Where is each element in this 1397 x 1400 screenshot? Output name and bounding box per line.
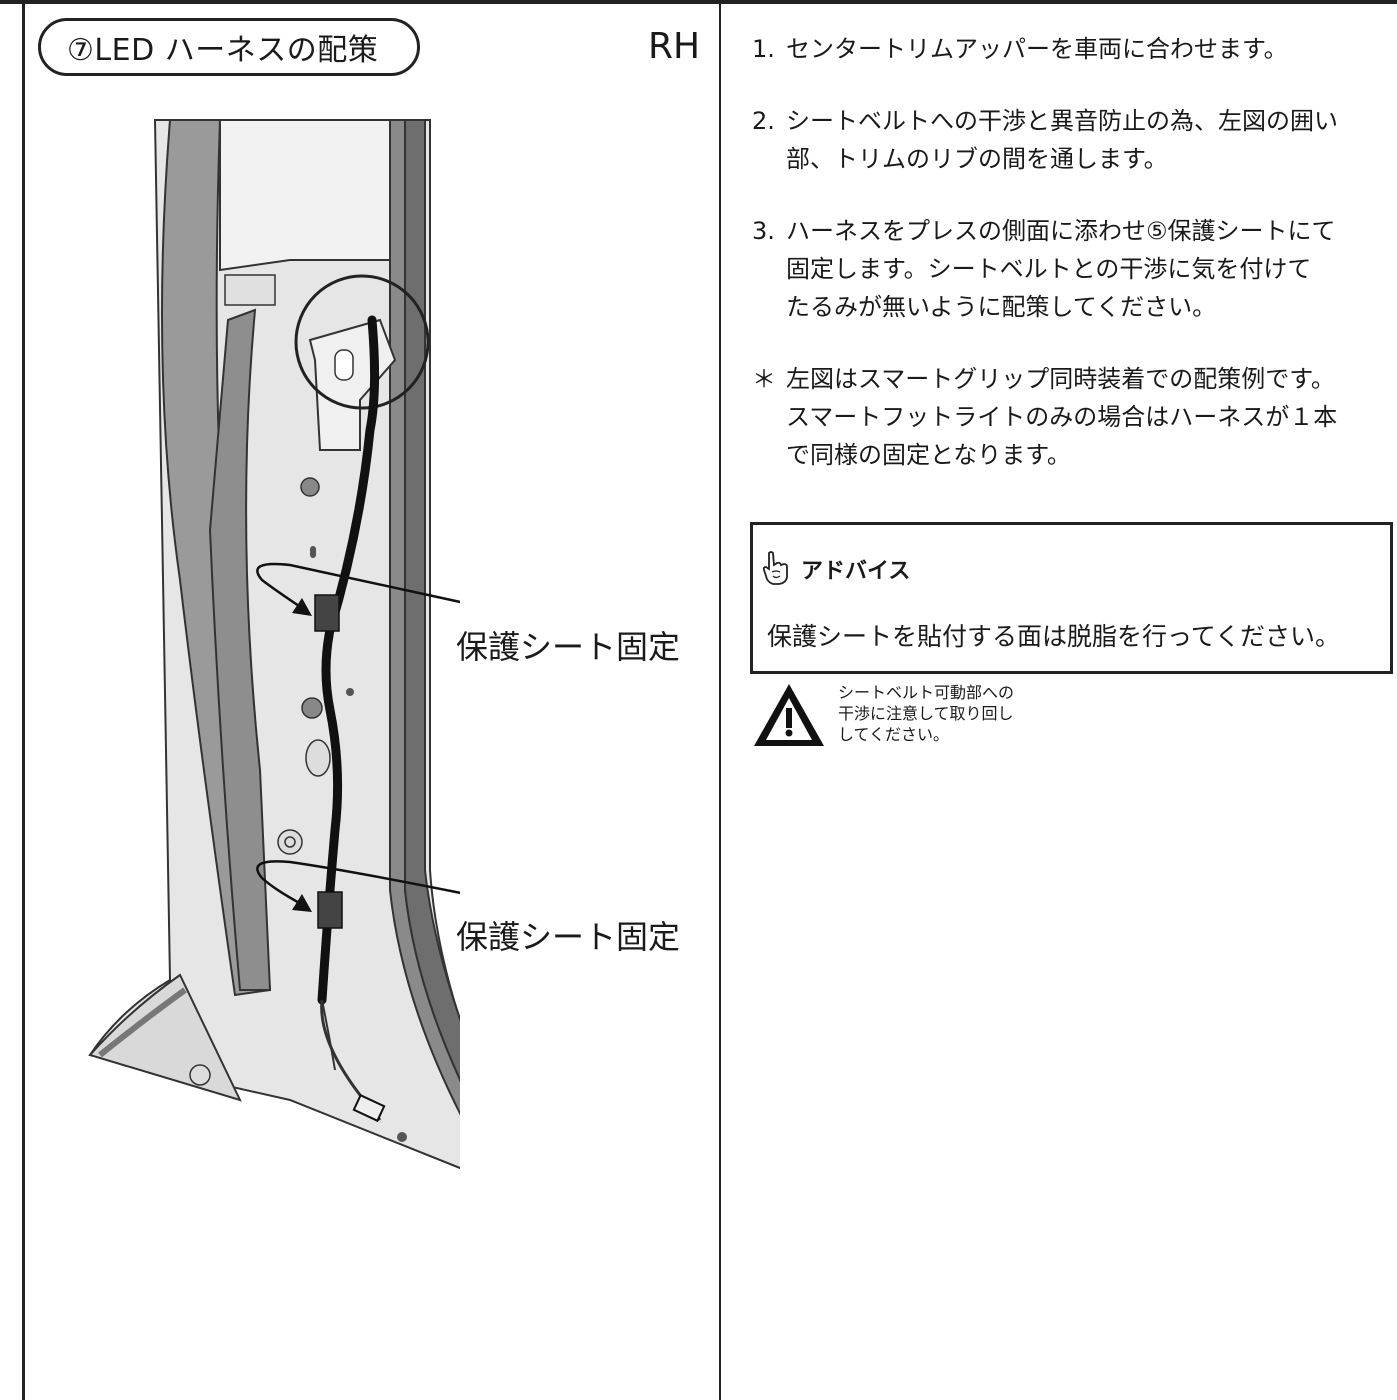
step-text: ハーネスをプレスの側面に添わせ⑤保護シートにて	[786, 217, 1336, 245]
step-number: 1.	[752, 35, 775, 63]
warning-line: 干渉に注意して取り回し	[838, 704, 1014, 723]
advice-header: アドバイス	[761, 551, 910, 587]
pointing-hand-icon	[762, 551, 788, 585]
callout-sheet-upper: 保護シート固定	[456, 628, 681, 666]
column-divider	[719, 0, 721, 1400]
advice-title: アドバイス	[801, 559, 911, 584]
side-label: RH	[648, 26, 701, 67]
step-number: 2.	[752, 107, 775, 135]
step-text: 左図はスマートグリップ同時装着での配策例です。	[786, 365, 1335, 393]
note-mark: ＊	[752, 365, 776, 393]
advice-box: アドバイス 保護シートを貼付する面は脱脂を行ってください。	[750, 522, 1393, 674]
step-3: 3. ハーネスをプレスの側面に添わせ⑤保護シートにて 固定します。シートベルトと…	[752, 212, 1397, 326]
step-text: たるみが無いように配策してください。	[786, 293, 1217, 321]
step-text: 固定します。シートベルトとの干渉に気を付けて	[786, 255, 1312, 283]
step-1: 1. センタートリムアッパーを車両に合わせます。	[752, 30, 1397, 68]
section-title: ⑦LED ハーネスの配策	[38, 18, 420, 76]
warning-note: シートベルト可動部への 干渉に注意して取り回し してください。	[752, 682, 1014, 748]
warning-line: してください。	[838, 725, 950, 744]
pillar-harness-illustration	[88, 119, 460, 1170]
warning-line: シートベルト可動部への	[838, 683, 1015, 702]
note-step: ＊ 左図はスマートグリップ同時装着での配策例です。 スマートフットライトのみの場…	[752, 360, 1397, 474]
instruction-steps: 1. センタートリムアッパーを車両に合わせます。 2. シートベルトへの干渉と異…	[752, 30, 1397, 502]
frame-left-border	[22, 0, 25, 1400]
step-text: で同様の固定となります。	[786, 441, 1071, 469]
step-text: 部、トリムのリブの間を通します。	[786, 145, 1168, 173]
step-text: スマートフットライトのみの場合はハーネスが１本	[786, 403, 1338, 431]
callout-sheet-lower: 保護シート固定	[456, 918, 681, 956]
advice-text: 保護シートを貼付する面は脱脂を行ってください。	[767, 622, 1341, 651]
warning-text: シートベルト可動部への 干渉に注意して取り回し してください。	[838, 682, 1014, 748]
step-2: 2. シートベルトへの干渉と異音防止の為、左図の囲い 部、トリムのリブの間を通し…	[752, 102, 1397, 178]
step-number: 3.	[752, 217, 775, 245]
warning-triangle-icon	[754, 684, 824, 746]
step-text: シートベルトへの干渉と異音防止の為、左図の囲い	[786, 107, 1338, 135]
step-text: センタートリムアッパーを車両に合わせます。	[786, 35, 1288, 63]
frame-top-border	[0, 0, 1397, 4]
